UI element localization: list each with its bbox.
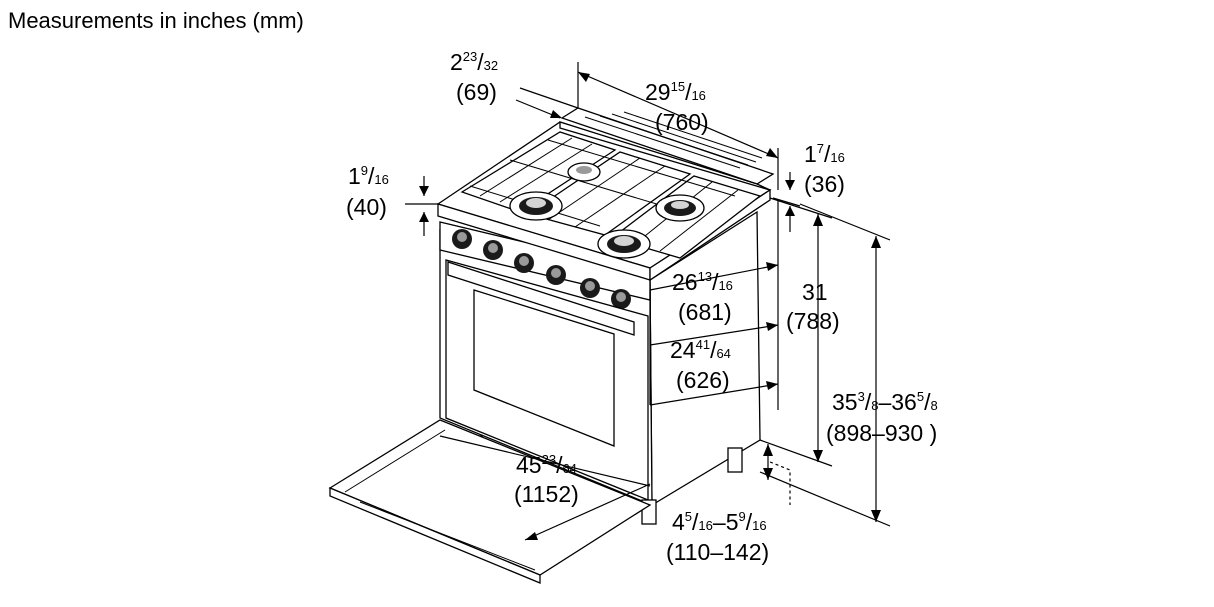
burners xyxy=(509,162,705,259)
body-height-inches: 31 xyxy=(802,279,828,305)
depth-cabinet-mm: (626) xyxy=(676,367,730,393)
body-height-mm: (788) xyxy=(786,308,840,334)
backguard-vents xyxy=(584,111,763,169)
width-inches: 2915/16 xyxy=(645,79,706,105)
width-mm: (760) xyxy=(655,109,709,135)
oven-door xyxy=(445,259,649,501)
door-open-depth-mm: (1152) xyxy=(514,481,579,507)
backguard-front xyxy=(559,121,771,191)
cooktop-height-inches: 19/16 xyxy=(348,163,389,189)
door-open-depth-inches: 4523/64 xyxy=(516,452,577,478)
depth-body-inches: 2613/16 xyxy=(672,269,733,295)
range-illustration xyxy=(328,107,775,584)
back-offset-mm: (69) xyxy=(456,79,497,105)
dimension-lines xyxy=(405,62,891,541)
total-height-mm: (898–930 ) xyxy=(826,420,937,446)
leg-height-inches: 45/16–59/16 xyxy=(672,509,767,535)
open-door-panel xyxy=(328,419,652,584)
leg-height-mm: (110–142) xyxy=(666,539,769,565)
backguard-height-mm: (36) xyxy=(804,171,845,197)
back-offset-inches: 223/32 xyxy=(450,49,498,75)
dimension-labels: 223/32 (69) 2915/16 (760) 17/16 (36) 19/… xyxy=(346,49,938,565)
control-knobs xyxy=(452,229,631,309)
backguard-height-inches: 17/16 xyxy=(804,141,845,167)
diagram-title: Measurements in inches (mm) xyxy=(8,8,304,33)
depth-cabinet-inches: 2441/64 xyxy=(670,337,731,363)
total-height-inches: 353/8–365/8 xyxy=(832,389,938,415)
depth-body-mm: (681) xyxy=(678,299,732,325)
cooktop-height-mm: (40) xyxy=(346,194,387,220)
